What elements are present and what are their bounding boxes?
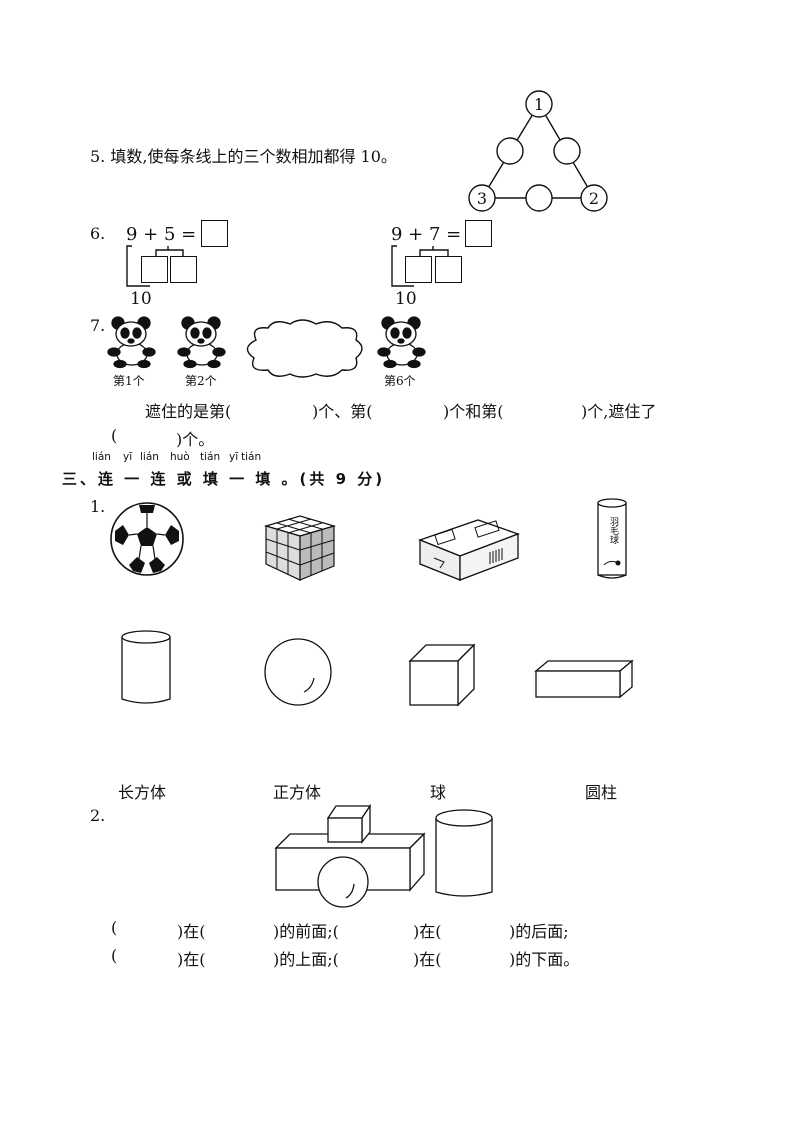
- s3q2-number: 2.: [90, 806, 106, 825]
- q7-blank-3[interactable]: [528, 398, 578, 418]
- label-cuboid: 长方体: [118, 783, 167, 802]
- q7-blank-1[interactable]: [249, 398, 309, 418]
- sphere-shape: [264, 638, 332, 706]
- number-triangle: 1 3 2: [468, 90, 608, 212]
- q6-left-equation: 9 + 5 =: [126, 224, 197, 245]
- pinyin-7: tián: [241, 451, 262, 463]
- s3q2-row1-b: )在(: [177, 922, 206, 941]
- triangle-circle-top: [525, 90, 553, 118]
- q7-blank-4[interactable]: [121, 426, 173, 446]
- s3q2-blank-6[interactable]: [218, 946, 270, 966]
- triangle-top-number: 1: [534, 95, 544, 114]
- triangle-blank-bottom[interactable]: [525, 184, 553, 212]
- cube-shape: [408, 643, 476, 707]
- q6-right-split-box-2[interactable]: [435, 256, 462, 283]
- shuttlecock-tube-image: 羽毛球: [597, 498, 627, 579]
- label-cylinder: 圆柱: [585, 783, 618, 802]
- panda-6-caption: 第6个: [384, 374, 416, 388]
- q7-line2-part-b: )个。: [176, 430, 215, 449]
- q6-left-split-box-2[interactable]: [170, 256, 197, 283]
- figure-sphere: [317, 856, 369, 908]
- triangle-blank-right[interactable]: [553, 137, 581, 165]
- q6-right-split-lines: [391, 245, 449, 287]
- triangle-bottom-right-number: 2: [589, 189, 599, 208]
- s3q2-row1-a: (: [111, 918, 118, 937]
- pinyin-5: tián: [200, 451, 221, 463]
- triangle-blank-left[interactable]: [496, 137, 524, 165]
- s3q2-row2-a: (: [111, 946, 118, 965]
- panda-1-caption: 第1个: [113, 374, 145, 388]
- panda-2-caption: 第2个: [185, 374, 217, 388]
- s3q1-number: 1.: [90, 497, 106, 516]
- cuboid-shape: [534, 659, 634, 699]
- panda-1-image: [107, 316, 156, 369]
- q6-left-split-lines: [126, 245, 184, 287]
- s3q2-blank-7[interactable]: [358, 946, 410, 966]
- q6-right-split-box-1[interactable]: [405, 256, 432, 283]
- q7-blank-2[interactable]: [382, 398, 440, 418]
- s3q2-blank-1[interactable]: [122, 918, 174, 938]
- q7-line1-part-b: )个、第(: [312, 402, 373, 421]
- pinyin-3: lián: [140, 451, 159, 463]
- q6-right-ten: 10: [395, 289, 417, 309]
- q6-right-equation: 9 + 7 =: [391, 224, 462, 245]
- q7-number: 7.: [90, 316, 106, 335]
- triangle-circle-bottom-left: [468, 184, 496, 212]
- q6-left-ten: 10: [130, 289, 152, 309]
- milk-box-image: [418, 519, 520, 581]
- q6-number: 6.: [90, 224, 106, 243]
- section-3-heading: 三、连 一 连 或 填 一 填 。(共 9 分): [62, 470, 386, 488]
- triangle-bottom-left-number: 3: [477, 189, 487, 208]
- panda-6-image: [377, 316, 426, 369]
- q7-line1-part-d: )个,遮住了: [581, 402, 657, 421]
- s3q2-row2-d: )在(: [413, 950, 442, 969]
- s3q2-row1-c: )的前面;(: [273, 922, 339, 941]
- s3q2-blank-3[interactable]: [358, 918, 410, 938]
- q7-line1-part-c: )个和第(: [443, 402, 504, 421]
- label-sphere: 球: [430, 783, 447, 802]
- q7-line2-part-a: (: [111, 426, 118, 445]
- q6-right-answer-box[interactable]: [465, 220, 492, 247]
- s3q2-row2-c: )的上面;(: [273, 950, 339, 969]
- s3q2-blank-5[interactable]: [122, 946, 174, 966]
- s3q2-row1-d: )在(: [413, 922, 442, 941]
- pinyin-2: yī: [123, 451, 133, 463]
- s3q2-row2-b: )在(: [177, 950, 206, 969]
- figure-cylinder: [435, 818, 493, 897]
- s3q2-blank-8[interactable]: [454, 946, 506, 966]
- label-cube: 正方体: [273, 783, 322, 802]
- s3q2-blank-2[interactable]: [218, 918, 270, 938]
- q7-line1-part-a: 遮住的是第(: [145, 402, 232, 421]
- q6-left-answer-box[interactable]: [201, 220, 228, 247]
- soccer-ball-image: [110, 502, 184, 576]
- s3q2-row2-e: )的下面。: [509, 950, 580, 969]
- cylinder-shape: [121, 630, 171, 704]
- pinyin-6: yī: [229, 451, 239, 463]
- q5-label: 5. 填数,使每条线上的三个数相加都得 10。: [90, 147, 397, 166]
- stacked-shapes-figure: [274, 803, 493, 908]
- pinyin-1: lián: [92, 451, 111, 463]
- cloud-cover-image: [246, 319, 363, 378]
- pinyin-4: huò: [170, 451, 190, 463]
- s3q2-blank-4[interactable]: [454, 918, 506, 938]
- s3q2-row1-e: )的后面;: [509, 922, 569, 941]
- triangle-circle-bottom-right: [580, 184, 608, 212]
- q6-left-split-box-1[interactable]: [141, 256, 168, 283]
- panda-2-image: [177, 316, 226, 369]
- rubiks-cube-image: [263, 515, 337, 581]
- shuttlecock-tube-text: 羽毛球: [608, 517, 619, 544]
